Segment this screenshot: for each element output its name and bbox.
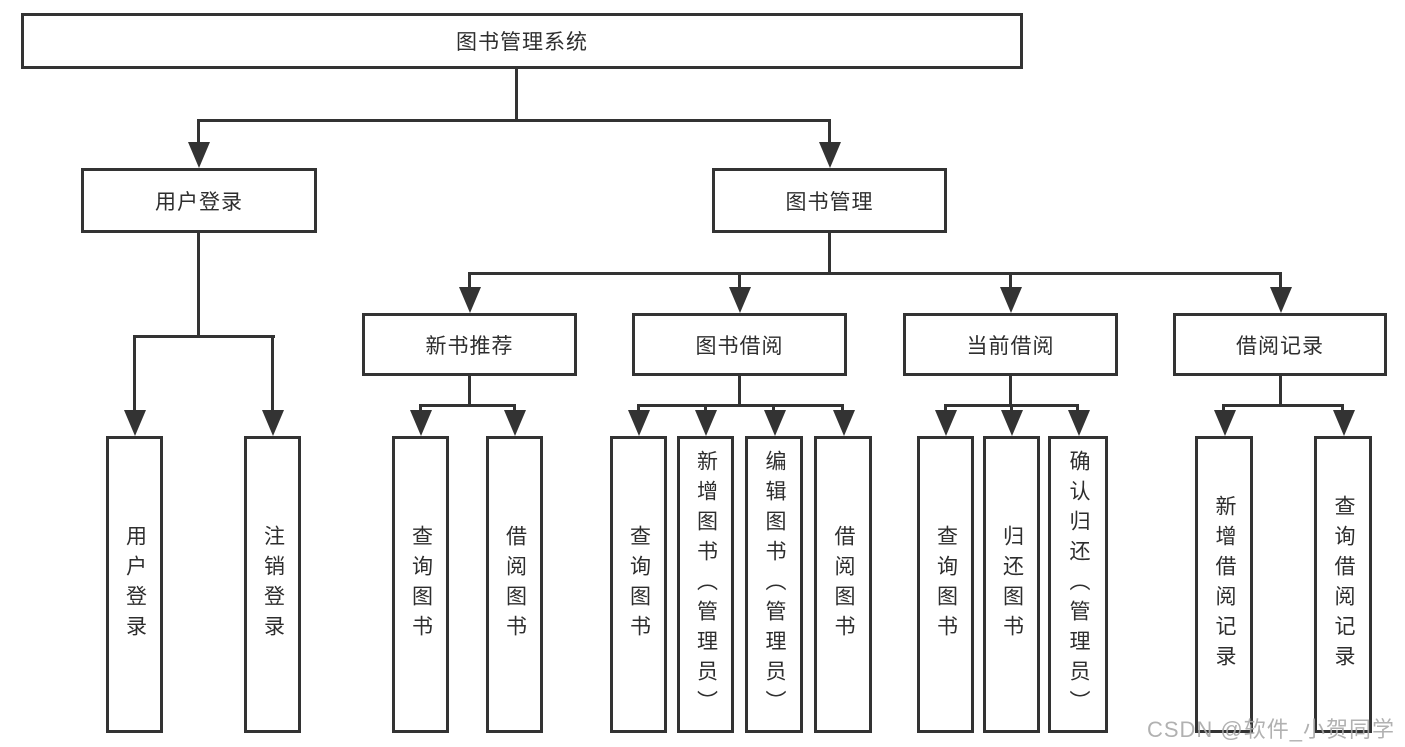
arrowhead-current-borrowing xyxy=(1000,287,1022,313)
leaf-borrow-books-2-label: 借阅图书 xyxy=(832,524,856,645)
arrowhead-book-borrowing xyxy=(729,287,751,313)
leaf-query-books-3: 查询图书 xyxy=(917,436,974,733)
connector-group1-drop-2 xyxy=(271,335,274,413)
leaf-add-books-admin: 新增图书（管理员） xyxy=(677,436,734,733)
arrowhead-leaf-logout xyxy=(262,410,284,436)
arrowhead-query-books-3 xyxy=(935,410,957,436)
node-current-borrowing-label: 当前借阅 xyxy=(966,334,1055,358)
leaf-edit-books-admin-label: 编辑图书（管理员） xyxy=(763,449,787,720)
arrowhead-book-management xyxy=(819,142,841,168)
connector-group5-down xyxy=(1279,376,1282,407)
arrowhead-user-login xyxy=(188,142,210,168)
arrowhead-add-books-admin xyxy=(695,410,717,436)
node-root: 图书管理系统 xyxy=(21,13,1023,69)
connector-level3-bus xyxy=(468,272,1282,275)
node-root-label: 图书管理系统 xyxy=(456,31,588,54)
node-current-borrowing: 当前借阅 xyxy=(903,313,1118,376)
connector-group3-bus xyxy=(638,404,844,407)
leaf-confirm-return-admin: 确认归还（管理员） xyxy=(1048,436,1108,733)
node-book-management-label: 图书管理 xyxy=(785,190,874,214)
connector-group2-down xyxy=(468,376,471,407)
leaf-borrow-books-1-label: 借阅图书 xyxy=(503,524,527,645)
connector-drop-book-borrowing xyxy=(738,272,741,290)
leaf-query-books-2-label: 查询图书 xyxy=(627,524,651,645)
leaf-query-books-1: 查询图书 xyxy=(392,436,449,733)
leaf-edit-books-admin: 编辑图书（管理员） xyxy=(745,436,803,733)
connector-group1-bus xyxy=(133,335,275,338)
leaf-logout: 注销登录 xyxy=(244,436,301,733)
connector-drop-new-book-recommend xyxy=(468,272,471,290)
leaf-user-login: 用户登录 xyxy=(106,436,163,733)
node-user-login-label: 用户登录 xyxy=(155,190,243,214)
node-new-book-recommend: 新书推荐 xyxy=(362,313,577,376)
leaf-borrow-books-2: 借阅图书 xyxy=(814,436,872,733)
arrowhead-return-books xyxy=(1001,410,1023,436)
leaf-add-borrow-record-label: 新增借阅记录 xyxy=(1213,494,1237,675)
node-borrow-records: 借阅记录 xyxy=(1173,313,1387,376)
arrowhead-edit-books-admin xyxy=(764,410,786,436)
leaf-query-books-2: 查询图书 xyxy=(610,436,667,733)
connector-group1-drop-1 xyxy=(133,335,136,413)
connector-drop-current-borrowing xyxy=(1009,272,1012,290)
arrowhead-borrow-books-2 xyxy=(833,410,855,436)
node-borrow-records-label: 借阅记录 xyxy=(1236,334,1324,358)
leaf-borrow-books-1: 借阅图书 xyxy=(486,436,543,733)
leaf-query-borrow-record-label: 查询借阅记录 xyxy=(1332,494,1356,675)
connector-group4-down xyxy=(1009,376,1012,407)
connector-group3-down xyxy=(738,376,741,407)
arrowhead-borrow-books-1 xyxy=(504,410,526,436)
connector-book-management-down xyxy=(828,233,831,275)
arrowhead-query-books-1 xyxy=(410,410,432,436)
leaf-query-books-1-label: 查询图书 xyxy=(409,524,433,645)
arrowhead-query-borrow-record xyxy=(1333,410,1355,436)
connector-root-riser xyxy=(515,69,518,121)
connector-drop-user-login xyxy=(197,119,200,149)
connector-drop-borrow-records xyxy=(1279,272,1282,290)
leaf-logout-label: 注销登录 xyxy=(261,524,285,645)
arrowhead-new-book-recommend xyxy=(459,287,481,313)
node-book-borrowing-label: 图书借阅 xyxy=(695,334,784,358)
node-user-login: 用户登录 xyxy=(81,168,317,233)
arrowhead-query-books-2 xyxy=(628,410,650,436)
leaf-add-borrow-record: 新增借阅记录 xyxy=(1195,436,1253,733)
leaf-confirm-return-admin-label: 确认归还（管理员） xyxy=(1067,449,1091,720)
connector-drop-book-management xyxy=(828,119,831,149)
arrowhead-leaf-user-login xyxy=(124,410,146,436)
node-book-borrowing: 图书借阅 xyxy=(632,313,847,376)
connector-group2-bus xyxy=(419,404,516,407)
arrowhead-borrow-records xyxy=(1270,287,1292,313)
connector-level1-bus xyxy=(197,119,831,122)
csdn-watermark: CSDN @软件_小贺同学 xyxy=(1146,717,1395,742)
leaf-return-books-label: 归还图书 xyxy=(1000,524,1024,645)
leaf-query-books-3-label: 查询图书 xyxy=(934,524,958,645)
leaf-user-login-label: 用户登录 xyxy=(123,524,147,645)
node-new-book-recommend-label: 新书推荐 xyxy=(425,334,514,358)
node-book-management: 图书管理 xyxy=(712,168,947,233)
arrowhead-confirm-return-admin xyxy=(1068,410,1090,436)
connector-user-login-down xyxy=(197,233,200,337)
connector-group5-bus xyxy=(1223,404,1344,407)
leaf-return-books: 归还图书 xyxy=(983,436,1040,733)
leaf-add-books-admin-label: 新增图书（管理员） xyxy=(694,449,718,720)
leaf-query-borrow-record: 查询借阅记录 xyxy=(1314,436,1372,733)
arrowhead-add-borrow-record xyxy=(1214,410,1236,436)
